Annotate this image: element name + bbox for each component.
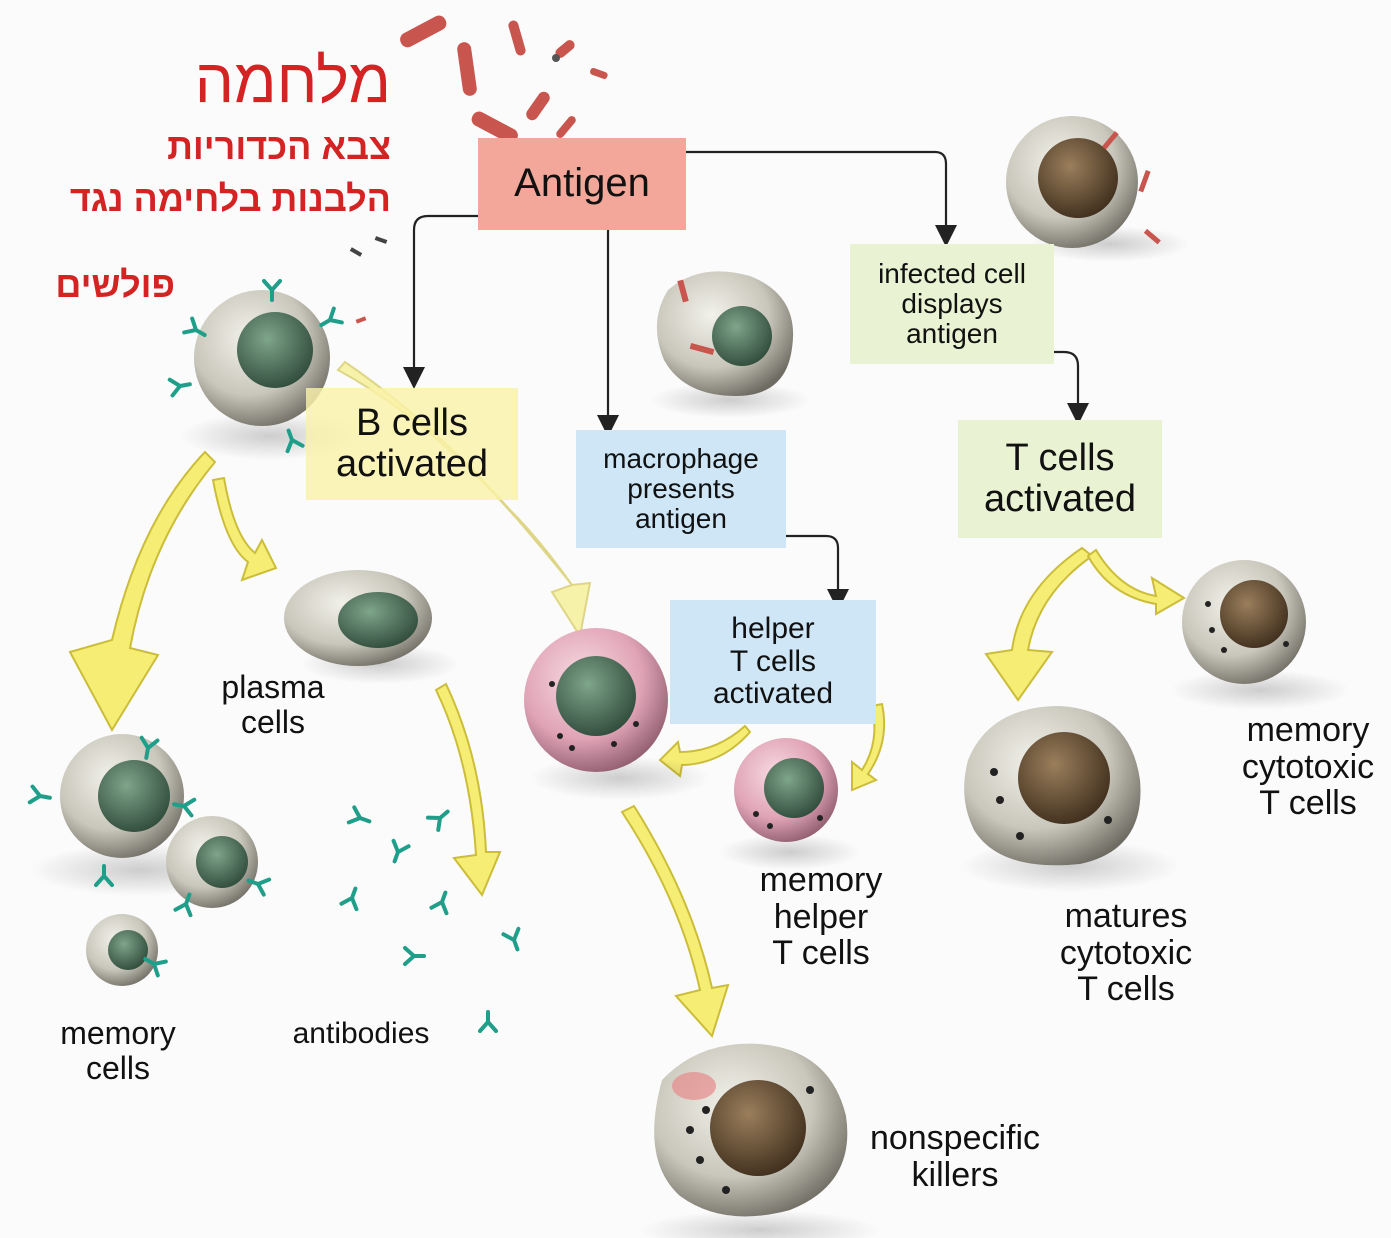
antibodies-label: antibodies (276, 1018, 446, 1050)
infected-cell-displays-antigen-box: infected cell displays antigen (850, 244, 1054, 364)
hebrew-subtitle-line-3: פולשים (55, 264, 175, 306)
plasma-cells-label: plasma cells (198, 670, 348, 739)
memory-cells-label: memory cells (40, 1016, 196, 1085)
plasma-cell-icon (284, 570, 432, 666)
cytotoxic-t-cell-icon (964, 706, 1140, 865)
t-cells-activated-box: T cells activated (958, 420, 1162, 538)
memory-helper-t-cells-label: memory helper T cells (740, 862, 902, 972)
nonspecific-killers-label: nonspecific killers (852, 1120, 1058, 1193)
hebrew-title: מלחמה (195, 46, 391, 117)
antibody-icon (341, 805, 525, 1031)
helper-t-cells-activated-box: helper T cells activated (670, 600, 876, 724)
memory-helper-t-cell-icon (734, 738, 838, 842)
antigen-box: Antigen (478, 138, 686, 230)
hebrew-subtitle-line-2: הלבנות בלחימה נגד (70, 178, 391, 220)
memory-cytotoxic-t-cells-label: memory cytotoxic T cells (1226, 712, 1390, 822)
nonspecific-killer-icon (654, 1044, 847, 1217)
matures-cytotoxic-t-cells-label: matures cytotoxic T cells (1036, 898, 1216, 1008)
macrophage-presents-antigen-box: macrophage presents antigen (576, 430, 786, 548)
hebrew-subtitle-line-1: צבא הכדוריות (167, 126, 391, 168)
macrophage-icon (657, 271, 793, 396)
memory-cytotoxic-t-cell-icon (1182, 560, 1306, 684)
helper-t-cell-icon (524, 628, 668, 772)
b-cells-activated-box: B cells activated (306, 388, 518, 500)
